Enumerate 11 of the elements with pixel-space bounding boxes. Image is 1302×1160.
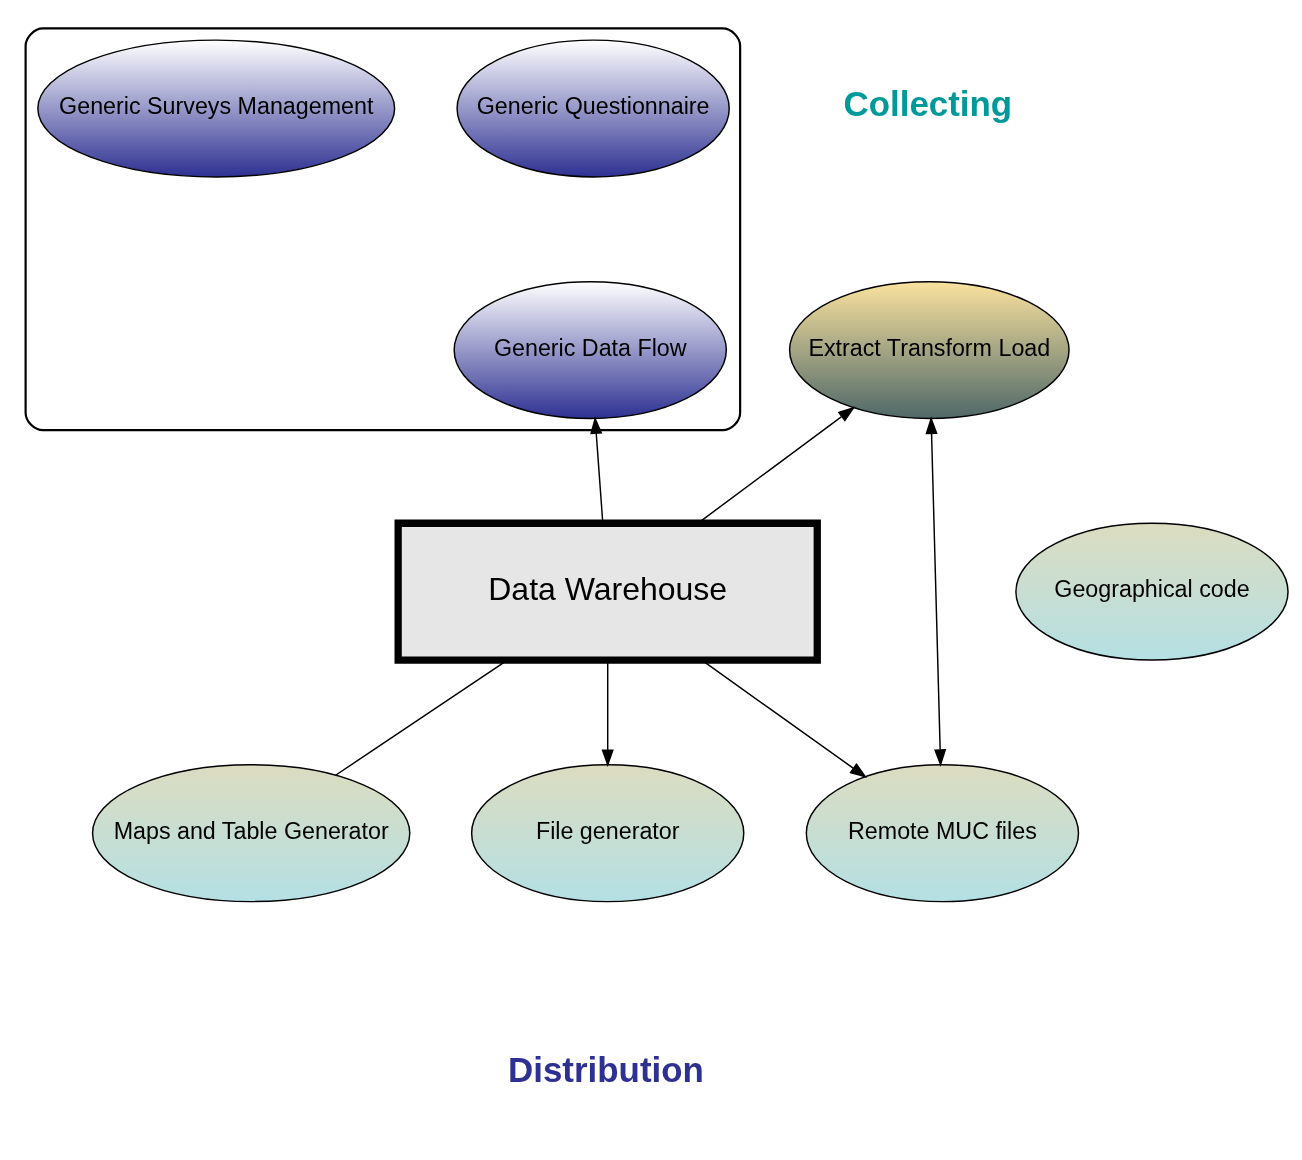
node-ellipse: Generic Surveys Management [37,39,396,178]
node-ellipse: Generic Data Flow [453,280,728,420]
arrow [925,416,947,767]
node-ellipse: Geographical code [1015,522,1289,661]
label: Collecting [843,84,1013,124]
node-ellipse: File generator [470,764,745,903]
node-box: Data Warehouse [394,519,821,664]
cluster [24,27,742,432]
node-ellipse: Maps and Table Generator [91,764,411,903]
label: Distribution [508,1050,704,1090]
node-ellipse: Generic Questionnaire [456,39,730,178]
